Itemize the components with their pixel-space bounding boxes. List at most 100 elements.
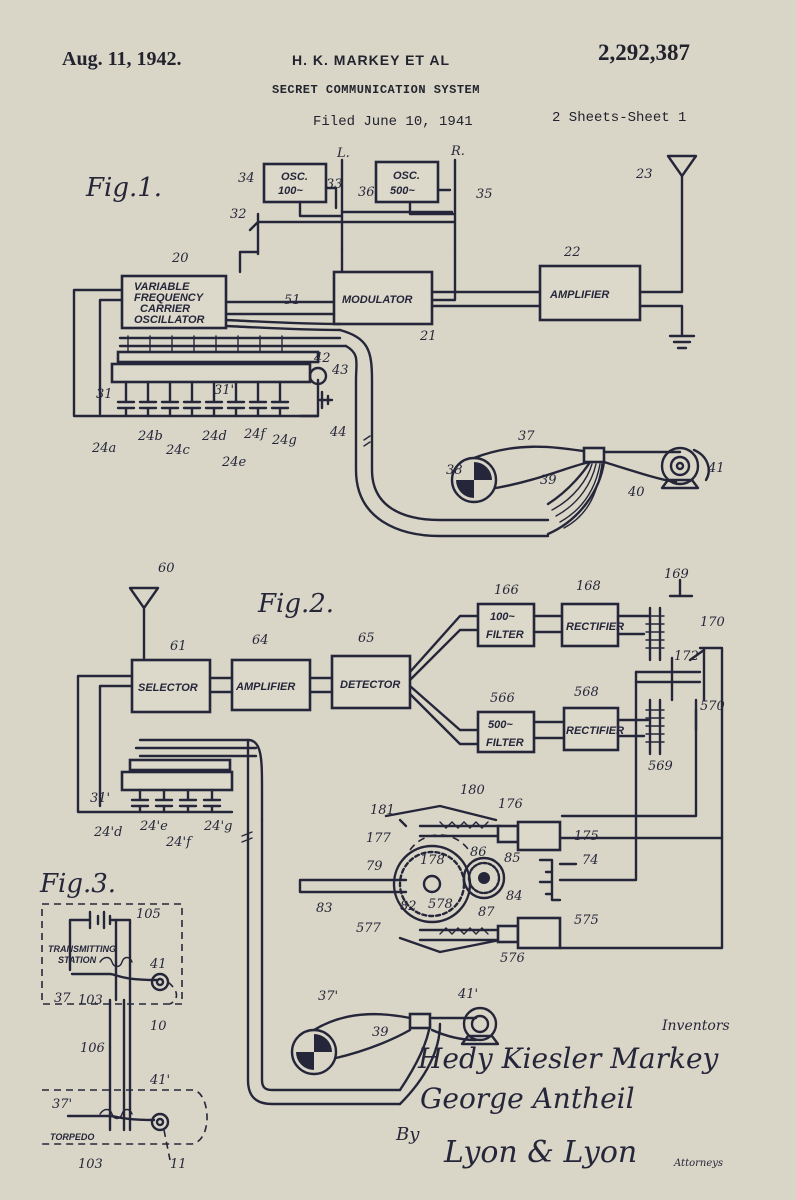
ref-43: 43	[331, 363, 349, 378]
reading-head-39	[582, 446, 606, 464]
ref-41p-fig3: 41'	[149, 1073, 170, 1088]
ref-103b: 103	[78, 1157, 103, 1172]
transmitting-line2: STATION	[58, 955, 97, 965]
contact-bar-2	[128, 758, 232, 772]
switch-32	[248, 212, 457, 256]
ref-577: 577	[356, 921, 382, 936]
amplifier-label: AMPLIFIER	[549, 289, 609, 301]
filter100-line1: 100~	[490, 611, 515, 623]
ratchet-180	[384, 804, 502, 838]
ref-24f: 24f	[243, 427, 268, 442]
ref-65: 65	[358, 631, 375, 646]
ref-37p-fig3: 37'	[52, 1097, 72, 1112]
ref-39-fig2: 39	[372, 1025, 389, 1040]
modulator-label: MODULATOR	[342, 294, 413, 306]
relay-armature-172	[634, 648, 706, 732]
label-L: L.	[336, 146, 350, 161]
motor-41-fig3	[150, 972, 170, 992]
ref-177: 177	[366, 831, 392, 846]
ref-34: 34	[238, 171, 255, 186]
battery-74	[538, 858, 578, 902]
rectifier-bottom-label: RECTIFIER	[566, 725, 624, 737]
ref-175: 175	[574, 829, 599, 844]
ref-87: 87	[478, 905, 495, 920]
ref-20: 20	[171, 251, 189, 266]
figure-1: Fig.1. OSC. 100~ OSC. 500~ L. R. VARIABL…	[72, 144, 725, 538]
ref-37p: 37'	[318, 989, 338, 1004]
antenna-60	[128, 586, 160, 662]
ground-symbol	[668, 334, 696, 350]
ref-566: 566	[490, 691, 515, 706]
ref-176: 176	[498, 797, 523, 812]
ref-42: 42	[313, 351, 331, 366]
ref-170: 170	[700, 615, 725, 630]
ref-168: 168	[576, 579, 601, 594]
ref-172: 172	[674, 649, 699, 664]
filter-500-box	[476, 710, 536, 754]
ref-570: 570	[700, 699, 725, 714]
ref-24a: 24a	[91, 441, 116, 456]
motor-41p-fig3	[150, 1112, 170, 1132]
patent-number: 2,292,387	[598, 40, 690, 65]
ref-180: 180	[460, 783, 485, 798]
ref-106: 106	[80, 1041, 105, 1056]
ref-21: 21	[419, 329, 437, 344]
plunger-176	[496, 824, 520, 844]
ref-31p-fig2: 31'	[90, 791, 110, 806]
oscillator-100-box	[262, 162, 328, 204]
ref-178: 178	[420, 853, 445, 868]
ref-22: 22	[563, 245, 581, 260]
ref-51: 51	[284, 293, 301, 308]
ref-103: 103	[78, 993, 103, 1008]
ref-31: 31	[96, 387, 113, 402]
figure-2: Fig.2. SELECTOR AMPLIFIER DETECTOR 100~ …	[76, 561, 725, 1106]
carrier-line1: VARIABLE	[134, 281, 190, 293]
modulator-box	[332, 270, 434, 326]
filter500-line1: 500~	[488, 719, 513, 731]
antenna-23	[666, 154, 698, 178]
ref-24g: 24g	[271, 433, 297, 448]
ref-44: 44	[329, 425, 347, 440]
motor-41	[660, 446, 700, 486]
ref-24ep: 24'e	[139, 819, 168, 834]
plunger-576	[496, 924, 520, 944]
ref-64: 64	[252, 633, 269, 648]
patent-title: SECRET COMMUNICATION SYSTEM	[272, 83, 480, 97]
contact-terminals	[110, 362, 312, 384]
ref-569: 569	[648, 759, 673, 774]
attorney-signature: Lyon & Lyon	[443, 1135, 637, 1170]
ref-41p: 41'	[457, 987, 478, 1002]
detector-label: DETECTOR	[340, 679, 400, 691]
ref-32: 32	[230, 207, 247, 222]
ref-83: 83	[316, 901, 333, 916]
ref-24c: 24c	[165, 443, 191, 458]
figure-3: Fig.3. TRANSMITTING STATION TORPEDO 105 …	[39, 869, 208, 1172]
ref-37-fig3: 37	[54, 991, 71, 1006]
signature-block: Inventors Hedy Kiesler Markey George Ant…	[395, 1018, 730, 1170]
shaft-83	[298, 878, 408, 894]
ref-86: 86	[470, 845, 487, 860]
ref-79: 79	[366, 859, 383, 874]
detector-box	[330, 654, 412, 710]
ref-39: 39	[540, 473, 557, 488]
osc500-line1: OSC.	[393, 170, 420, 182]
patent-date: Aug. 11, 1942.	[62, 48, 182, 70]
filter100-line2: FILTER	[486, 629, 524, 641]
cable-fig2	[246, 738, 402, 1106]
ref-74: 74	[582, 853, 599, 868]
rectifier-top-box	[560, 602, 620, 648]
ref-23: 23	[635, 167, 653, 182]
carrier-line3: CARRIER	[140, 303, 190, 315]
transmitting-line1: TRANSMITTING	[48, 944, 116, 954]
tape-pickup-fan	[546, 460, 606, 536]
ref-85: 85	[504, 851, 521, 866]
carrier-oscillator-box	[120, 274, 228, 330]
filed-date: Filed June 10, 1941	[313, 114, 473, 130]
ref-33: 33	[326, 177, 343, 192]
ref-166: 166	[494, 583, 519, 598]
cable-51	[224, 312, 342, 332]
ref-11: 11	[170, 1157, 187, 1172]
inventor-header: H. K. MARKEY ET AL	[292, 52, 451, 68]
ref-36: 36	[358, 185, 375, 200]
ref-41-fig3: 41	[149, 957, 167, 972]
